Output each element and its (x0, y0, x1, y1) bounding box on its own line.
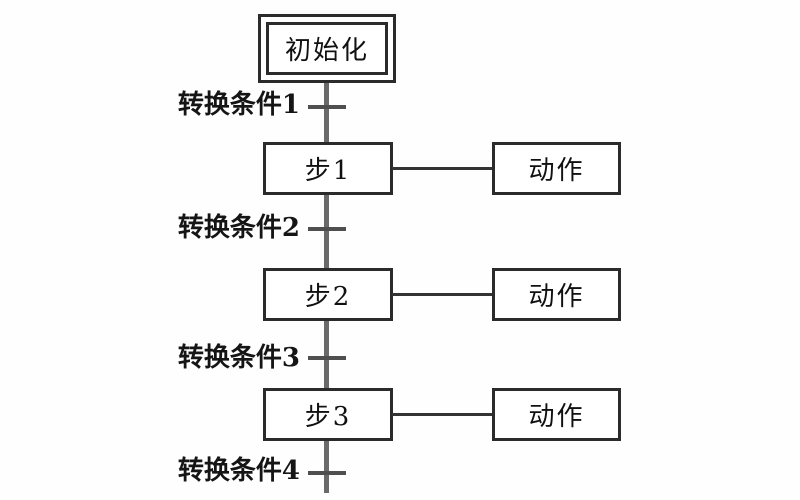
transition-label: 转换条件2 (177, 213, 300, 243)
initial-step-inner-box: 初始化 (266, 22, 388, 75)
transition-label: 转换条件3 (177, 343, 300, 373)
action-connector-line (392, 167, 493, 170)
transition-tick (308, 471, 346, 475)
transition-label: 转换条件1 (177, 90, 300, 120)
flow-line-segment (324, 441, 329, 493)
transition-tick (308, 356, 346, 360)
flow-line-segment (324, 195, 329, 268)
transition-tick (308, 227, 346, 231)
action-box: 动作 (492, 268, 621, 321)
action-label: 动作 (528, 282, 585, 312)
action-label: 动作 (528, 402, 585, 432)
action-connector-line (392, 293, 493, 296)
transition-label: 转换条件4 (177, 456, 300, 486)
step-box: 步3 (263, 388, 393, 441)
action-box: 动作 (492, 388, 621, 441)
flow-line-segment (324, 83, 329, 142)
step-label: 步1 (304, 156, 352, 186)
initial-step-label: 初始化 (284, 36, 369, 66)
action-connector-line (392, 413, 493, 416)
flow-line-segment (324, 320, 329, 388)
step-box: 步1 (263, 142, 393, 195)
action-box: 动作 (492, 142, 621, 195)
step-label: 步3 (304, 402, 352, 432)
step-label: 步2 (304, 282, 352, 312)
action-label: 动作 (528, 156, 585, 186)
initial-step-box: 初始化 (258, 14, 396, 83)
step-box: 步2 (263, 268, 393, 321)
transition-tick (308, 105, 346, 109)
